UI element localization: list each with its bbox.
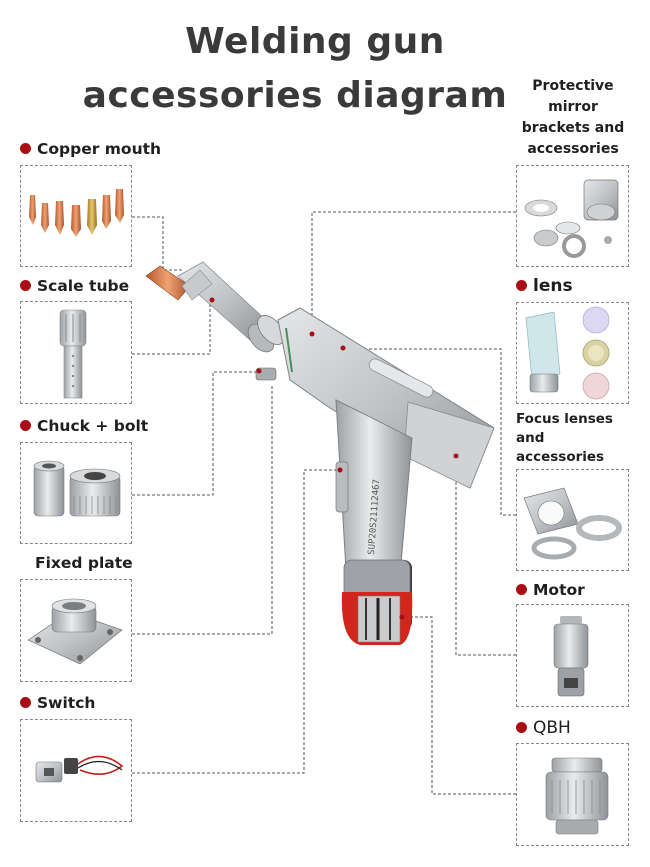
label-scale-tube: Scale tube	[20, 276, 129, 296]
label-lens: lens	[516, 276, 573, 296]
label-text: Switch	[37, 694, 96, 712]
title-line-2: accessories diagram	[82, 75, 508, 116]
label-text: Chuck + bolt	[37, 417, 149, 435]
leader-lines	[132, 211, 516, 795]
bullet-dot	[20, 143, 31, 154]
lens-image	[525, 306, 610, 400]
focus-lenses-image	[523, 487, 622, 560]
label-text: Scale tube	[37, 277, 130, 295]
fixed-plate-image	[27, 598, 123, 665]
welding-gun: SUP20S21112467	[145, 261, 495, 645]
label-chuck-bolt: Chuck + bolt	[20, 416, 148, 436]
label-motor: Motor	[516, 580, 585, 600]
label-qbh: QBH	[516, 718, 571, 738]
bullet-dot	[516, 280, 527, 291]
label-copper-mouth: Copper mouth	[20, 139, 161, 159]
label-line: Focus lenses	[516, 411, 613, 427]
leader-switch	[132, 469, 340, 774]
label-switch: Switch	[20, 693, 95, 713]
qbh-image	[545, 757, 609, 835]
label-fixed-plate: Fixed plate	[35, 553, 133, 573]
protective-mirror-image	[524, 179, 619, 258]
copper-nozzles-image	[29, 189, 124, 237]
leader-copper-mouth	[132, 216, 184, 271]
title-line-1: Welding gun	[185, 21, 445, 62]
label-line: brackets and	[521, 120, 625, 136]
bullet-dot	[516, 722, 527, 733]
label-line: and	[516, 430, 545, 446]
bullet-dot	[516, 584, 527, 595]
leader-focus-lenses	[343, 348, 516, 516]
label-protective-mirror: Protective mirror brackets and accessori…	[518, 76, 628, 160]
label-line: accessories	[516, 449, 605, 465]
bullet-dot	[20, 280, 31, 291]
label-text: QBH	[533, 718, 571, 738]
motor-image	[553, 616, 589, 697]
label-text: Copper mouth	[37, 140, 162, 158]
leader-qbh	[402, 616, 516, 795]
scale-tube-image	[59, 309, 87, 399]
leader-protective-mirror	[311, 211, 516, 334]
label-text: Fixed plate	[35, 554, 133, 572]
label-line: accessories	[527, 141, 619, 157]
leader-motor	[455, 456, 516, 656]
leader-chuck-bolt	[132, 371, 258, 496]
label-text: lens	[533, 276, 573, 296]
label-text: Motor	[533, 581, 585, 599]
switch-image	[35, 755, 124, 783]
leader-fixed-plate	[132, 386, 273, 635]
label-line: mirror	[548, 99, 598, 115]
bullet-dot	[20, 420, 31, 431]
chuck-bolt-image	[33, 460, 121, 517]
leader-scale-tube	[132, 300, 211, 355]
label-line: Protective	[532, 78, 614, 94]
label-focus-lenses: Focus lenses and accessories	[516, 410, 613, 467]
bullet-dot	[20, 697, 31, 708]
